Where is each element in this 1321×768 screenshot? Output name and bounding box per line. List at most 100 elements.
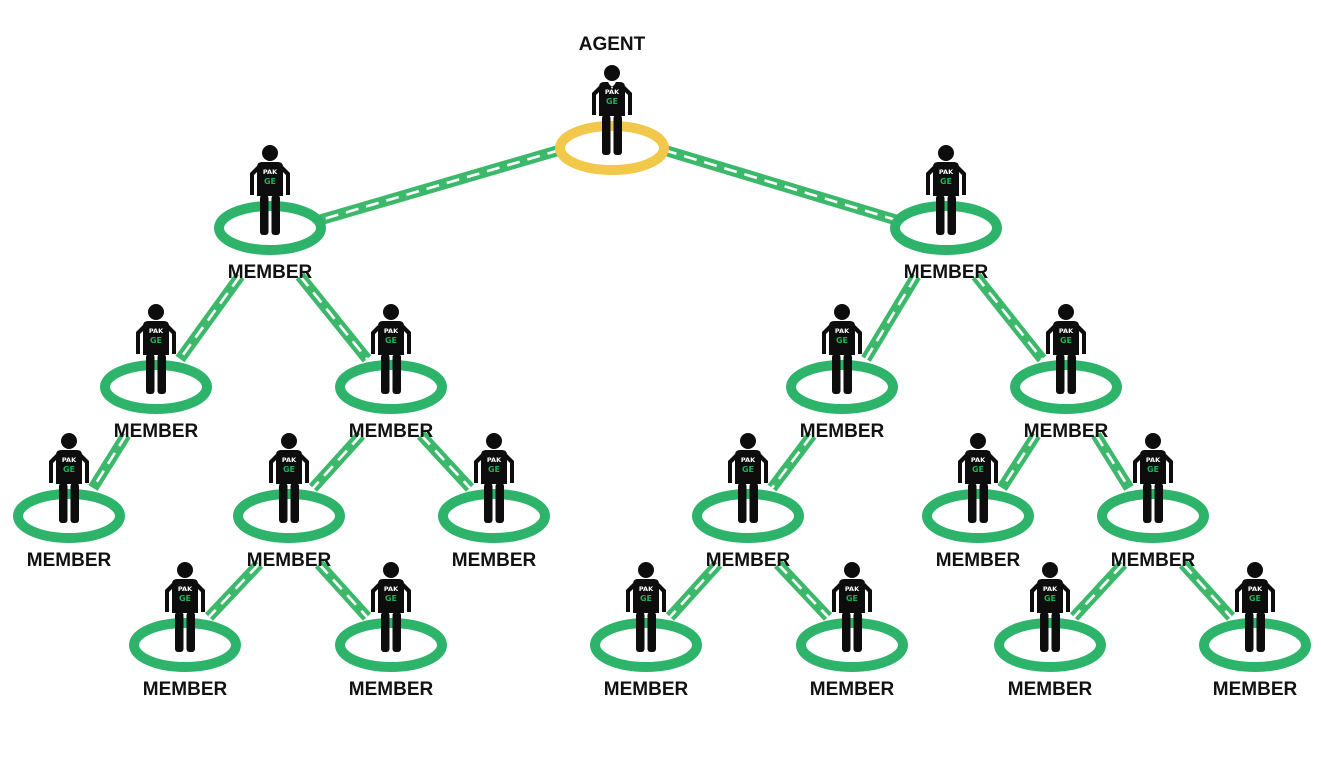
member-ring bbox=[1097, 489, 1209, 543]
member-label: MEMBER bbox=[27, 550, 112, 571]
member-label: MEMBER bbox=[1024, 421, 1109, 442]
badge-top-text: PAK bbox=[1043, 585, 1058, 593]
member-label: MEMBER bbox=[904, 262, 989, 283]
connector-layer bbox=[88, 144, 1236, 621]
connector-m-l2a-to-m-l3a bbox=[88, 432, 131, 491]
connector-m-l1-to-m-l2b bbox=[295, 272, 372, 363]
member-ring bbox=[100, 360, 212, 414]
connector-m-r2b-to-m-r3b bbox=[997, 432, 1041, 491]
member-ring bbox=[129, 618, 241, 672]
badge-top-text: PAK bbox=[741, 456, 756, 464]
member-ring bbox=[335, 360, 447, 414]
badge-top-text: PAK bbox=[1059, 327, 1074, 335]
badge-bottom-text: GE bbox=[640, 594, 652, 603]
member-ring bbox=[922, 489, 1034, 543]
badge-top-text: PAK bbox=[971, 456, 986, 464]
member-label: MEMBER bbox=[452, 550, 537, 571]
badge-top-text: PAK bbox=[282, 456, 297, 464]
connector-m-r1-to-m-r2a bbox=[861, 273, 921, 362]
badge-bottom-text: GE bbox=[385, 594, 397, 603]
member-label: MEMBER bbox=[1111, 550, 1196, 571]
badge-bottom-text: GE bbox=[385, 336, 397, 345]
member-ring bbox=[214, 201, 326, 255]
member-label: MEMBER bbox=[936, 550, 1021, 571]
badge-bottom-text: GE bbox=[63, 465, 75, 474]
connector-m-l3b-to-m-l4b bbox=[314, 560, 372, 621]
connector-m-r3c-to-m-r4d bbox=[1178, 560, 1236, 621]
badge-bottom-text: GE bbox=[1147, 465, 1159, 474]
member-ring bbox=[796, 618, 908, 672]
connector-m-r3a-to-m-r4a bbox=[665, 560, 723, 621]
member-ring bbox=[335, 618, 447, 672]
member-label: MEMBER bbox=[349, 679, 434, 700]
badge-top-text: PAK bbox=[1248, 585, 1263, 593]
connector-m-l3b-to-m-l4a bbox=[204, 560, 264, 621]
member-ring bbox=[1199, 618, 1311, 672]
member-label: MEMBER bbox=[604, 679, 689, 700]
connector-m-l2b-to-m-l3b bbox=[308, 431, 366, 492]
badge-top-text: PAK bbox=[263, 168, 278, 176]
member-ring bbox=[590, 618, 702, 672]
connector-m-r3c-to-m-r4c bbox=[1069, 560, 1128, 621]
member-label: MEMBER bbox=[143, 679, 228, 700]
member-label: MEMBER bbox=[810, 679, 895, 700]
badge-top-text: PAK bbox=[835, 327, 850, 335]
badge-bottom-text: GE bbox=[283, 465, 295, 474]
badge-bottom-text: GE bbox=[742, 465, 754, 474]
member-ring bbox=[13, 489, 125, 543]
connector-agent-to-m-r1 bbox=[662, 144, 898, 226]
badge-bottom-text: GE bbox=[179, 594, 191, 603]
member-ring bbox=[786, 360, 898, 414]
badge-bottom-text: GE bbox=[1060, 336, 1072, 345]
badge-bottom-text: GE bbox=[488, 465, 500, 474]
member-label: MEMBER bbox=[349, 421, 434, 442]
badge-bottom-text: GE bbox=[606, 97, 618, 106]
badge-bottom-text: GE bbox=[1044, 594, 1056, 603]
connector-m-r3a-to-m-r4b bbox=[773, 560, 833, 621]
badge-top-text: PAK bbox=[1146, 456, 1161, 464]
badge-top-text: PAK bbox=[62, 456, 77, 464]
connector-m-r2a-to-m-r3a bbox=[767, 431, 817, 492]
member-ring bbox=[438, 489, 550, 543]
member-label: MEMBER bbox=[247, 550, 332, 571]
badge-top-text: PAK bbox=[939, 168, 954, 176]
badge-top-text: PAK bbox=[178, 585, 193, 593]
connector-m-l1-to-m-l2a bbox=[175, 272, 245, 363]
badge-top-text: PAK bbox=[149, 327, 164, 335]
member-ring bbox=[994, 618, 1106, 672]
badge-top-text: PAK bbox=[845, 585, 860, 593]
